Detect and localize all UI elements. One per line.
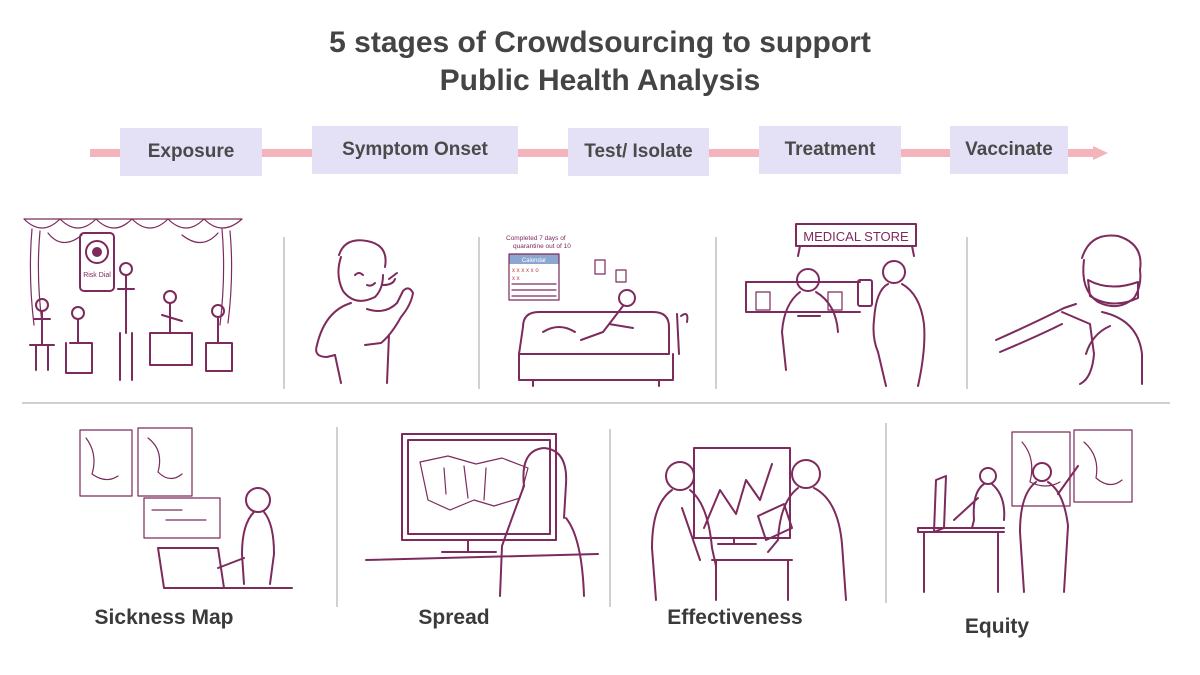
stage-test-isolate: Test/ Isolate (568, 128, 709, 176)
spread-illustration (364, 428, 600, 600)
svg-text:quarantine out of 10: quarantine out of 10 (513, 243, 571, 250)
treatment-illustration: MEDICAL STORE (740, 220, 940, 390)
separator (715, 237, 717, 389)
symptom-onset-illustration (305, 235, 425, 385)
vaccinate-illustration (992, 228, 1152, 388)
analysis-equity: Equity (964, 615, 1030, 638)
diagram-title-line-1: 5 stages of Crowdsourcing to support (329, 26, 871, 59)
risk-dial-label: Risk Dial (83, 272, 111, 279)
effectiveness-illustration (642, 444, 862, 604)
separator (283, 237, 285, 389)
analysis-effectiveness: Effectiveness (667, 606, 803, 629)
quarantine-note: Completed 7 days of (506, 235, 566, 242)
svg-text:x x: x x (512, 276, 520, 282)
analysis-spread: Spread (418, 606, 490, 629)
section-divider (22, 402, 1170, 404)
stage-treatment: Treatment (759, 126, 901, 174)
separator (609, 429, 611, 607)
separator (966, 237, 968, 389)
sickness-map-illustration (78, 424, 300, 592)
separator (478, 237, 480, 389)
stage-vaccinate: Vaccinate (950, 126, 1068, 174)
stage-symptom-onset: Symptom Onset (312, 126, 518, 174)
svg-text:x x x x x o: x x x x x o (512, 268, 539, 274)
exposure-illustration: Risk Dial (22, 215, 244, 390)
test-isolate-illustration: Completed 7 days of quarantine out of 10… (503, 232, 698, 390)
separator (336, 427, 338, 607)
equity-illustration (912, 428, 1138, 596)
calendar-label: Calendar (522, 258, 546, 264)
separator (885, 423, 887, 603)
stage-exposure: Exposure (120, 128, 262, 176)
analysis-sickness-map: Sickness Map (94, 606, 234, 629)
medical-store-sign: MEDICAL STORE (803, 229, 909, 244)
diagram-title-line-2: Public Health Analysis (439, 64, 761, 97)
